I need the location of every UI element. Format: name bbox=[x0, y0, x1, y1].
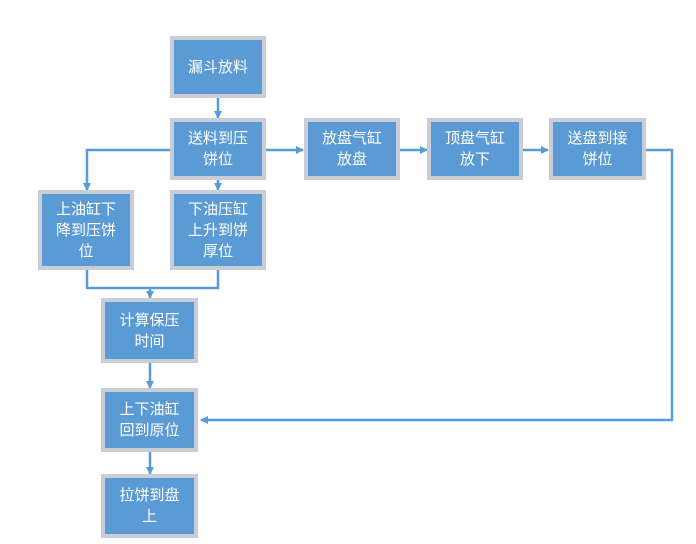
node-feed-to-press: 送料到压 饼位 bbox=[170, 118, 266, 180]
node-compute-hold-label: 计算保压 时间 bbox=[119, 310, 180, 350]
node-pull-cake: 拉饼到盘 上 bbox=[101, 474, 198, 538]
node-send-tray: 送盘到接 饼位 bbox=[549, 118, 646, 180]
node-release-tray-label: 放盘气缸 放盘 bbox=[321, 129, 382, 168]
node-lift-tray-label: 顶盘气缸 放下 bbox=[444, 129, 505, 168]
node-hopper-feed: 漏斗放料 bbox=[170, 36, 266, 98]
node-lift-tray: 顶盘气缸 放下 bbox=[427, 118, 523, 180]
node-hopper-feed-label: 漏斗放料 bbox=[187, 57, 248, 76]
node-cylinders-return: 上下油缸 回到原位 bbox=[101, 388, 198, 452]
node-upper-cylinder-down-label: 上油缸下 降到压饼 位 bbox=[55, 199, 116, 260]
arrow-merge-to-compute bbox=[85, 270, 220, 298]
node-upper-cylinder-down: 上油缸下 降到压饼 位 bbox=[38, 190, 134, 270]
node-pull-cake-label: 拉饼到盘 上 bbox=[119, 486, 180, 525]
node-feed-to-press-label: 送料到压 饼位 bbox=[187, 129, 248, 168]
node-lower-cylinder-up: 下油压缸 上升到饼 厚位 bbox=[170, 190, 266, 270]
node-release-tray: 放盘气缸 放盘 bbox=[304, 118, 400, 180]
node-lower-cylinder-up-label: 下油压缸 上升到饼 厚位 bbox=[187, 199, 248, 260]
node-cylinders-return-label: 上下油缸 回到原位 bbox=[119, 400, 180, 439]
node-send-tray-label: 送盘到接 饼位 bbox=[567, 129, 628, 168]
arrow-send-to-return bbox=[200, 148, 674, 424]
node-compute-hold: 计算保压 时间 bbox=[101, 298, 198, 363]
arrow-feed-to-upper-cylinder bbox=[83, 148, 170, 191]
